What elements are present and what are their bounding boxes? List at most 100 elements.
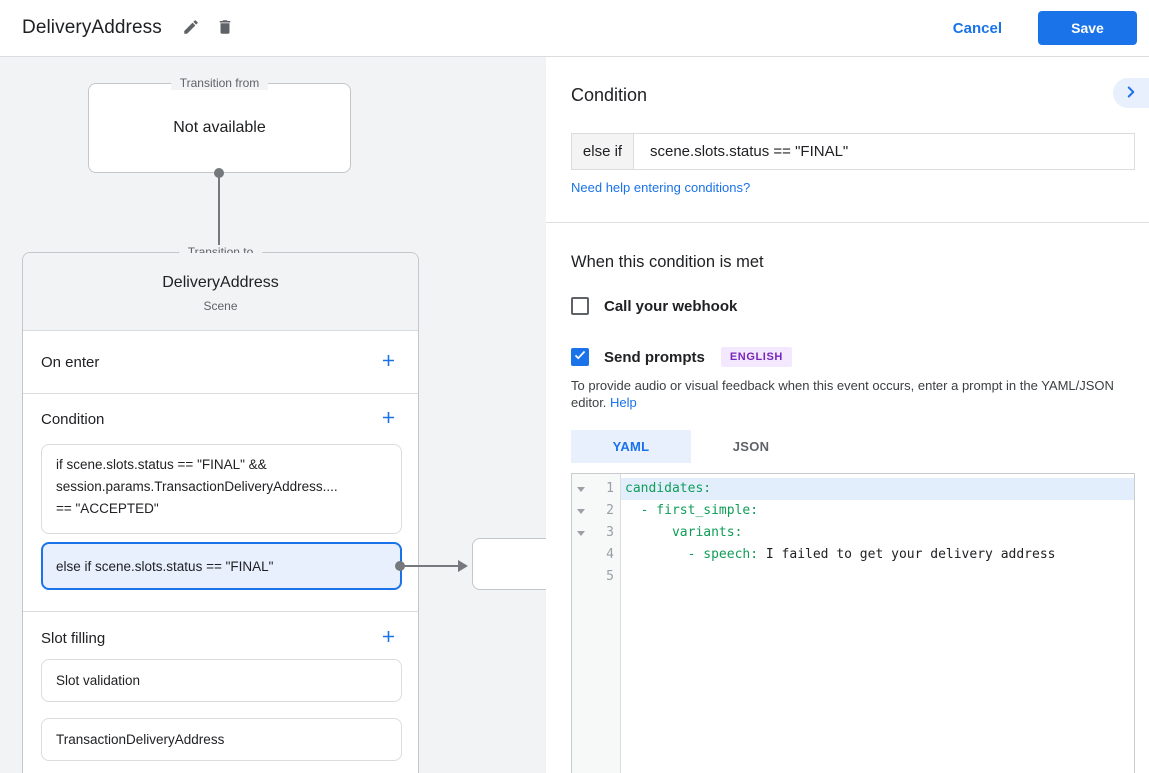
flow-canvas: Transition from Not available Transition…: [0, 57, 546, 773]
checkmark-icon: [573, 348, 587, 367]
yaml-value: I failed to get your delivery address: [758, 547, 1056, 562]
tab-json[interactable]: JSON: [691, 430, 811, 463]
connector-line: [218, 176, 220, 280]
top-bar: DeliveryAddress Cancel Save: [0, 0, 1149, 57]
line-number: 2: [606, 503, 614, 518]
webhook-label: Call your webhook: [604, 297, 738, 315]
fold-arrow-icon[interactable]: [577, 531, 585, 536]
gutter-cell: 1: [572, 478, 621, 500]
send-prompts-row[interactable]: Send prompts ENGLISH: [571, 347, 792, 367]
send-prompts-label: Send prompts: [604, 348, 705, 366]
condition-item-else-selected[interactable]: else if scene.slots.status == "FINAL": [41, 542, 402, 590]
call-webhook-row[interactable]: Call your webhook: [571, 297, 737, 315]
code-content[interactable]: - first_simple:: [621, 500, 1134, 522]
cancel-button[interactable]: Cancel: [952, 19, 1002, 37]
webhook-checkbox[interactable]: [571, 297, 589, 315]
transition-from-node: Transition from Not available: [88, 76, 351, 173]
connector-dot: [214, 168, 224, 178]
fold-arrow-icon[interactable]: [577, 509, 585, 514]
section-divider: [23, 611, 418, 612]
panel-divider: [546, 222, 1149, 223]
yaml-key: candidates:: [625, 481, 712, 496]
add-slot-button[interactable]: [376, 626, 400, 650]
fold-arrow-icon[interactable]: [577, 487, 585, 492]
add-on-enter-button[interactable]: [376, 350, 400, 374]
connector-line: [403, 565, 459, 567]
when-met-title: When this condition is met: [571, 253, 764, 271]
condition-item-if[interactable]: if scene.slots.status == "FINAL" && sess…: [41, 444, 402, 534]
line-number: 5: [606, 569, 614, 584]
transition-from-value: Not available: [173, 119, 266, 136]
yaml-code-editor[interactable]: 1 candidates: 2 - first_simple: 3: [571, 473, 1135, 773]
scene-type: Scene: [203, 299, 238, 313]
slot-filling-label: Slot filling: [41, 629, 106, 647]
prompt-hint-text: To provide audio or visual feedback when…: [571, 377, 1137, 411]
code-line[interactable]: 3 variants:: [572, 522, 1134, 544]
condition-if-line: session.params.TransactionDeliveryAddres…: [56, 479, 338, 494]
prompt-hint-body: To provide audio or visual feedback when…: [571, 378, 1114, 410]
code-content[interactable]: [621, 566, 1134, 588]
transition-from-label: Transition from: [170, 76, 269, 90]
language-badge: ENGLISH: [720, 347, 792, 367]
code-content[interactable]: - speech: I failed to get your delivery …: [621, 544, 1134, 566]
code-line[interactable]: 1 candidates:: [572, 478, 1134, 500]
condition-detail-panel: Condition else if scene.slots.status == …: [546, 57, 1149, 773]
prompt-help-link[interactable]: Help: [610, 395, 637, 410]
page-title: DeliveryAddress: [22, 17, 162, 38]
editor-lines: 1 candidates: 2 - first_simple: 3: [572, 478, 1134, 588]
collapse-panel-button[interactable]: [1113, 78, 1149, 108]
condition-else-text: else if scene.slots.status == "FINAL": [56, 558, 274, 574]
condition-if-line: if scene.slots.status == "FINAL" &&: [56, 457, 267, 472]
condition-expression-input[interactable]: scene.slots.status == "FINAL": [650, 143, 849, 160]
connector-dot: [395, 561, 405, 571]
code-content[interactable]: candidates:: [621, 478, 1134, 500]
tab-yaml[interactable]: YAML: [571, 430, 691, 463]
slot-item-label: Slot validation: [56, 673, 141, 688]
trash-icon: [216, 18, 234, 39]
condition-section-header: Condition: [23, 393, 418, 445]
gutter-cell: 5: [572, 566, 621, 588]
on-enter-label: On enter: [41, 353, 100, 371]
gutter-cell: 3: [572, 522, 621, 544]
editor-gutter: [572, 474, 621, 773]
send-prompts-checkbox[interactable]: [571, 348, 589, 366]
condition-prefix-label: else if: [572, 134, 634, 169]
save-button[interactable]: Save: [1038, 11, 1137, 45]
transition-target-node[interactable]: [472, 538, 546, 590]
condition-if-line: == "ACCEPTED": [56, 501, 159, 516]
slot-item-validation[interactable]: Slot validation: [41, 659, 402, 702]
code-line[interactable]: 4 - speech: I failed to get your deliver…: [572, 544, 1134, 566]
plus-icon: [379, 627, 398, 649]
yaml-key: variants:: [625, 525, 743, 540]
condition-expression-group: else if scene.slots.status == "FINAL": [571, 133, 1135, 170]
transition-arrow-right: [395, 560, 468, 572]
chevron-right-icon: [1122, 83, 1140, 104]
yaml-key: - speech:: [625, 547, 759, 562]
plus-icon: [379, 351, 398, 373]
code-content[interactable]: variants:: [621, 522, 1134, 544]
line-number: 1: [606, 481, 614, 496]
scene-card: Transition to DeliveryAddress Scene On e…: [22, 245, 419, 773]
pencil-icon: [182, 18, 200, 39]
plus-icon: [379, 408, 398, 430]
slot-item-label: TransactionDeliveryAddress: [56, 732, 225, 747]
scene-name: DeliveryAddress: [162, 274, 279, 291]
code-line[interactable]: 5: [572, 566, 1134, 588]
panel-title: Condition: [571, 85, 648, 105]
condition-section-label: Condition: [41, 410, 105, 428]
slot-filling-section-header: Slot filling: [23, 611, 418, 665]
conditions-help-link[interactable]: Need help entering conditions?: [571, 180, 751, 195]
code-line[interactable]: 2 - first_simple:: [572, 500, 1134, 522]
slot-item-transaction-delivery-address[interactable]: TransactionDeliveryAddress: [41, 718, 402, 761]
gutter-cell: 2: [572, 500, 621, 522]
on-enter-section: On enter: [23, 331, 418, 393]
delete-scene-button[interactable]: [208, 11, 242, 45]
line-number: 3: [606, 525, 614, 540]
add-condition-button[interactable]: [376, 407, 400, 431]
edit-scene-button[interactable]: [174, 11, 208, 45]
editor-tabs: YAML JSON: [571, 430, 811, 463]
arrowhead-right-icon: [458, 560, 468, 572]
scene-card-header[interactable]: DeliveryAddress Scene: [23, 253, 418, 331]
gutter-cell: 4: [572, 544, 621, 566]
